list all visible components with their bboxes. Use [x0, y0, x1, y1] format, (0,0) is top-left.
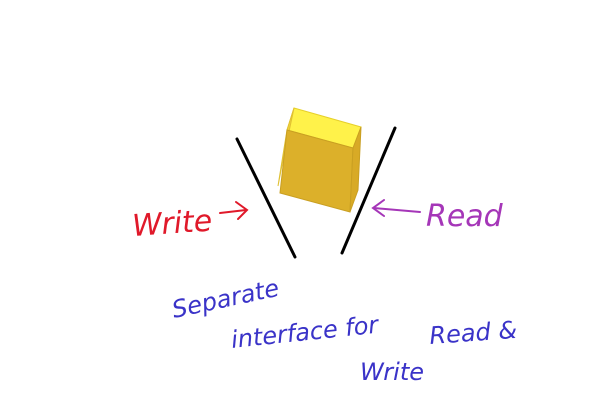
read-label: Read: [426, 199, 504, 234]
write-label: Write: [131, 203, 213, 243]
caption-line-1: Separate: [169, 274, 281, 324]
cube-right-face: [349, 126, 362, 213]
cube: [277, 107, 362, 213]
caption-line-2: interface for: [230, 310, 382, 354]
caption-line-3: Read &: [428, 316, 517, 350]
caption-line-4: Write: [360, 358, 424, 386]
left-divider-line: [235, 137, 297, 259]
write-arrow-icon: [219, 201, 249, 220]
read-arrow-icon: [371, 199, 421, 217]
right-divider-line: [340, 126, 397, 255]
